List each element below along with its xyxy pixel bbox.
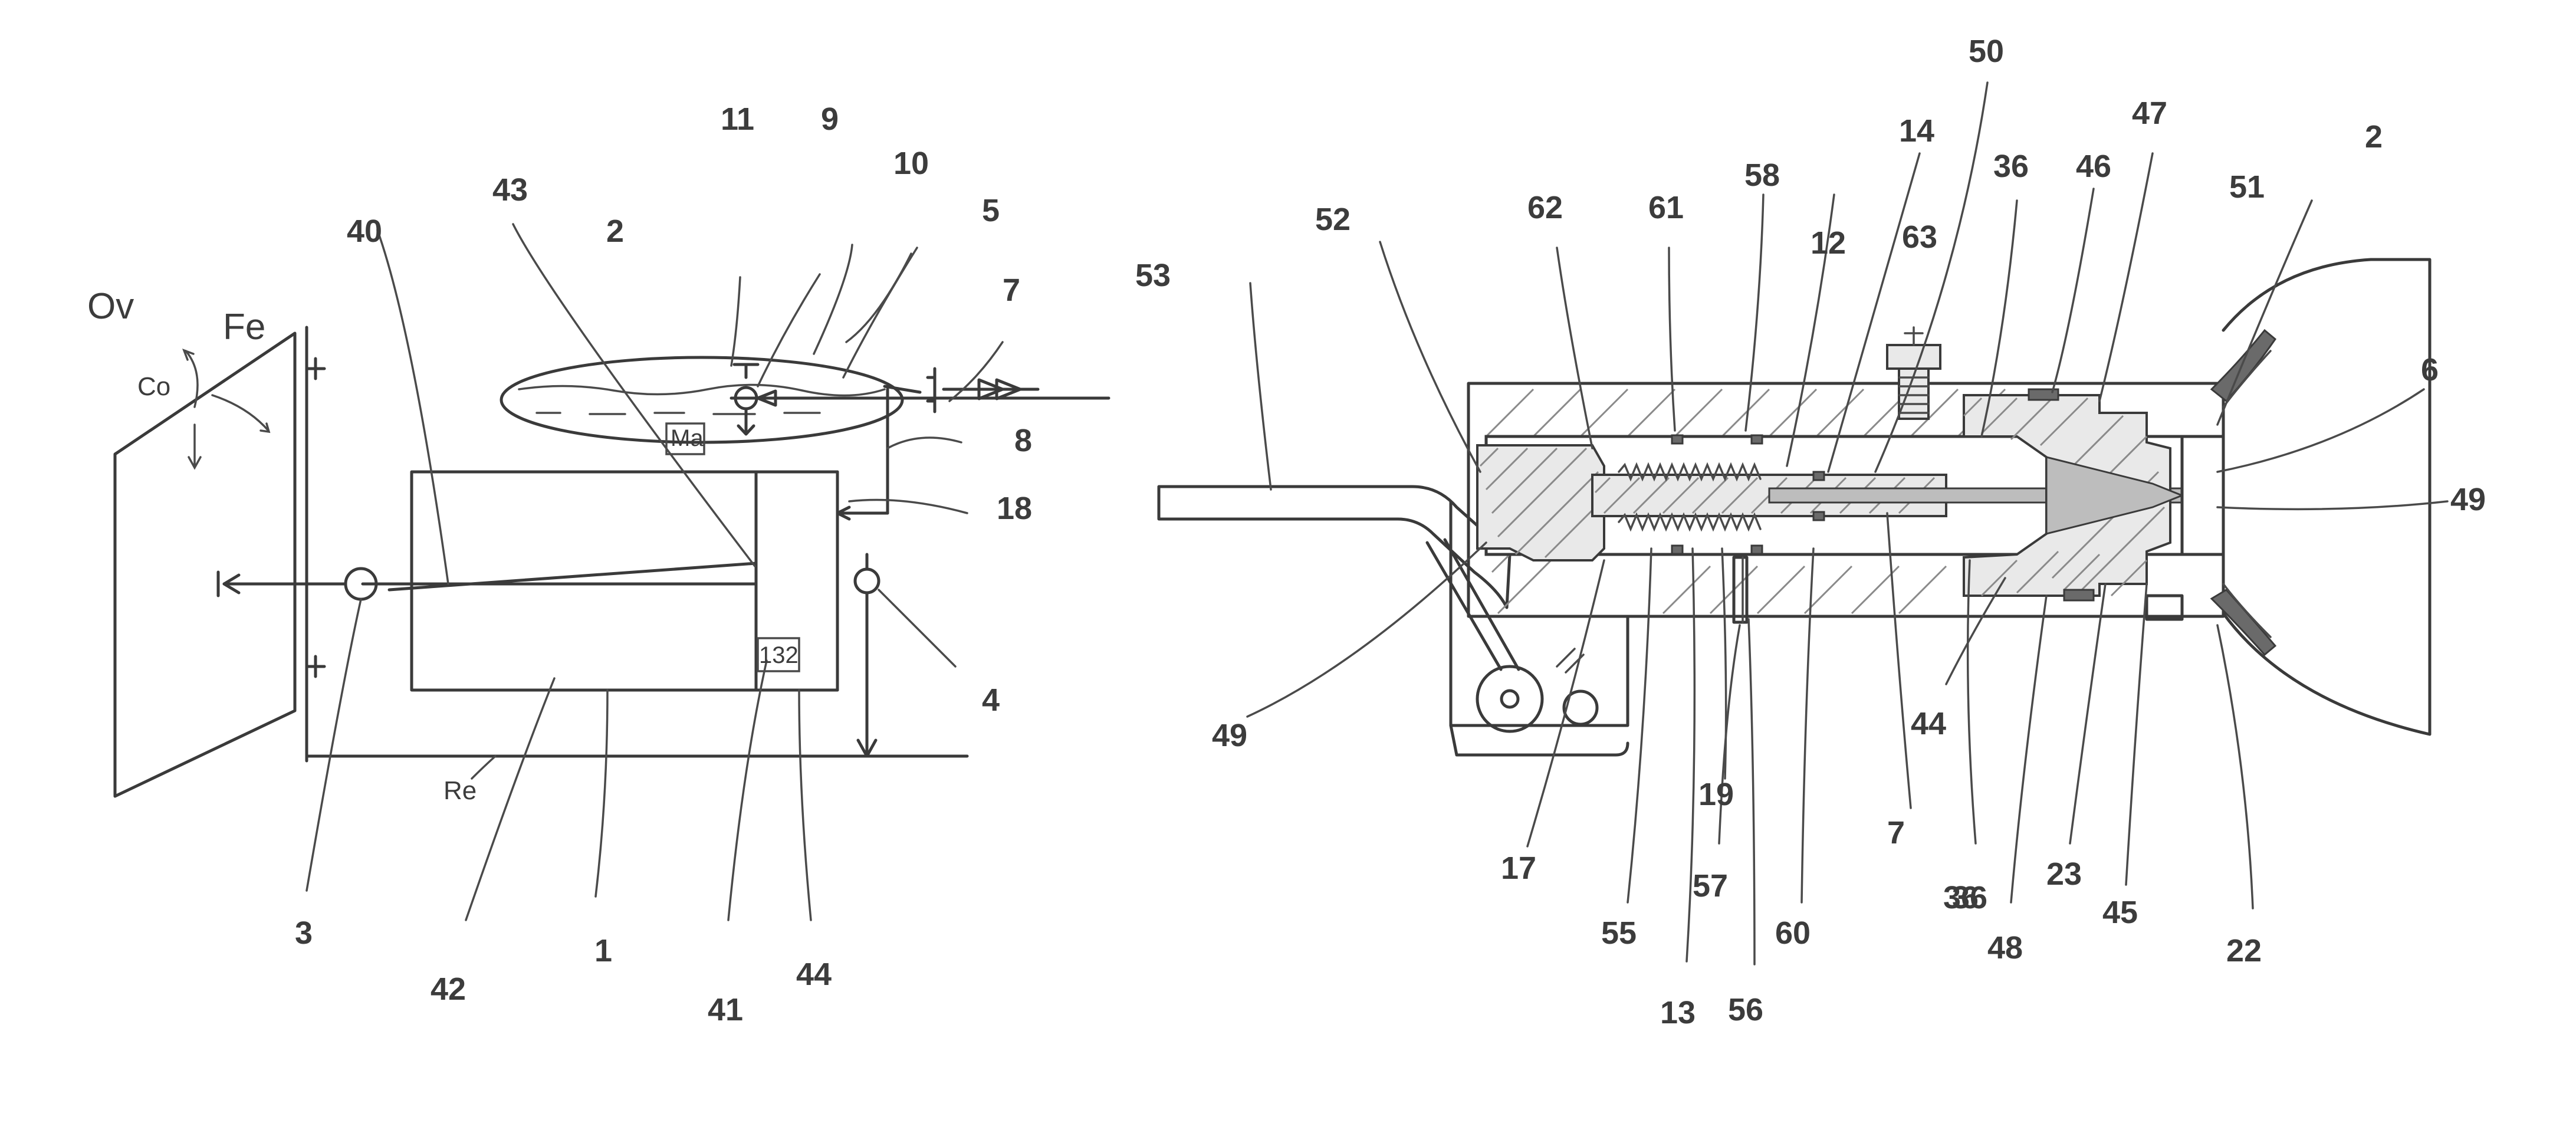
label-58: 58 [1744,157,1780,193]
label-2: 2 [606,214,624,249]
label-56: 56 [1728,992,1763,1027]
label-19: 19 [1698,777,1734,812]
label-17: 17 [1501,851,1536,886]
label-42: 42 [431,971,466,1007]
schematic-figure: Ov Fe Co Re Ma 132 11 9 10 5 7 2 43 40 8… [87,101,1109,1027]
label-44r: 44 [1911,706,1946,741]
label-9: 9 [821,101,839,137]
label-12: 12 [1811,225,1846,261]
label-5: 5 [982,193,1000,228]
label-44: 44 [796,957,832,992]
label-49b: 49 [1212,718,1247,753]
label-53: 53 [1135,258,1171,293]
label-45: 45 [2102,895,2138,930]
label-ma: Ma [671,425,704,451]
label-7: 7 [1003,272,1020,308]
label-49a: 49 [2450,482,2486,517]
label-48: 48 [1987,930,2023,966]
label-1: 1 [594,933,612,968]
label-2r: 2 [2365,119,2383,155]
section-figure: 50 58 14 36 46 47 2 62 61 12 63 51 52 53… [1135,34,2486,1030]
label-55: 55 [1601,915,1637,951]
trigger-wheel [1477,666,1542,731]
label-36c: 36 [1943,880,1979,915]
label-4: 4 [982,682,1000,718]
label-6: 6 [2421,352,2439,388]
panel [115,333,295,796]
label-40: 40 [347,214,382,249]
label-60: 60 [1775,915,1811,951]
label-3: 3 [295,915,313,951]
label-ov: Ov [87,286,134,327]
label-re: Re [443,776,477,805]
label-57: 57 [1693,868,1728,904]
label-61: 61 [1648,190,1684,225]
label-51: 51 [2229,169,2265,205]
label-63: 63 [1902,219,1937,255]
label-41: 41 [708,992,743,1027]
label-fe: Fe [223,307,265,347]
joint-4 [855,569,879,593]
label-13: 13 [1660,995,1696,1030]
label-10: 10 [893,146,929,181]
label-52: 52 [1315,202,1351,237]
label-8: 8 [1014,423,1032,458]
label-11: 11 [721,101,754,137]
label-132: 132 [759,642,799,668]
label-14: 14 [1899,113,1934,149]
label-36a: 36 [1993,149,2029,184]
label-22: 22 [2226,933,2262,968]
label-18: 18 [997,491,1032,526]
label-50: 50 [1969,34,2004,69]
label-7r: 7 [1887,815,1905,851]
label-23: 23 [2046,856,2082,892]
label-co: Co [137,372,170,401]
label-62: 62 [1527,190,1563,225]
label-47: 47 [2132,96,2167,131]
label-46: 46 [2076,149,2111,184]
handle [1159,487,1510,608]
label-43: 43 [492,172,528,208]
tank-wall [2223,260,2430,734]
